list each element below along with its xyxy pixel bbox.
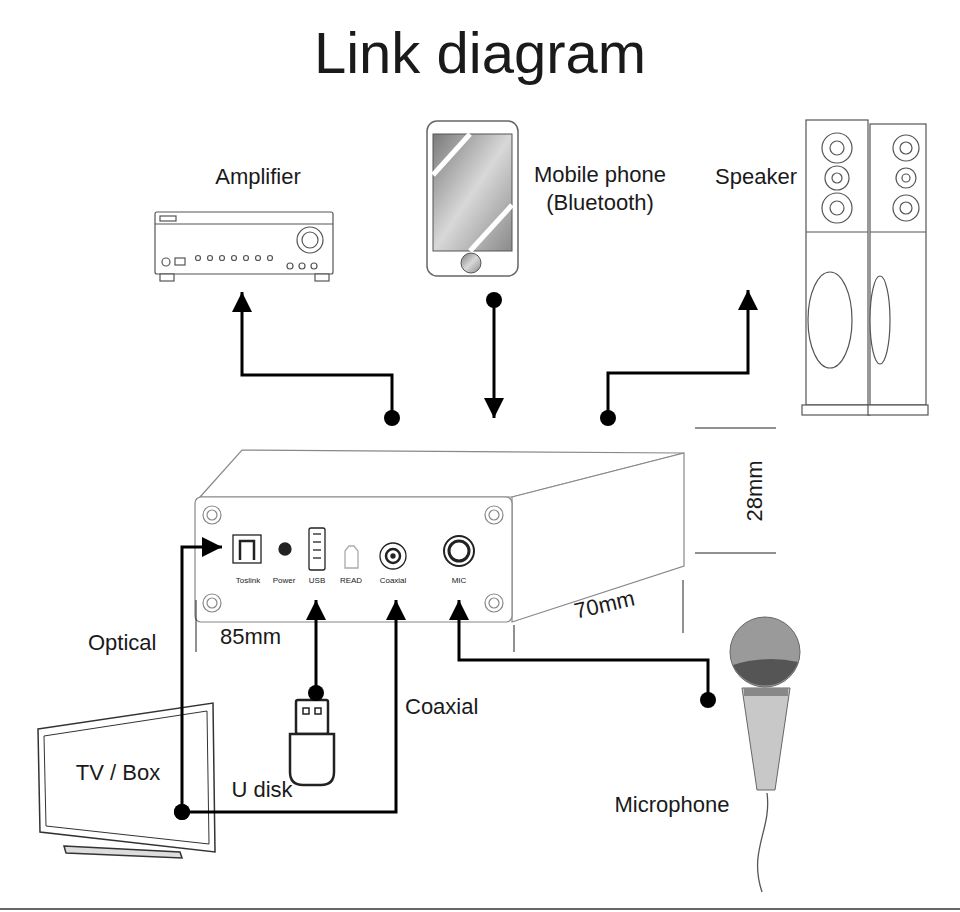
connector-label: Optical xyxy=(86,630,158,656)
speaker-node: Speaker xyxy=(705,115,930,290)
port-label: USB xyxy=(309,576,325,586)
signal-connector xyxy=(182,600,396,812)
tv-node: TV / Box xyxy=(35,700,182,860)
speaker-drawing xyxy=(802,120,928,415)
amplifier-node: Amplifier xyxy=(150,160,340,292)
signal-connector xyxy=(608,290,748,418)
udisk-drawing xyxy=(290,700,334,785)
udisk-node: U disk xyxy=(225,693,345,806)
device-label: Amplifier xyxy=(215,163,301,191)
signal-connector xyxy=(182,547,222,812)
bottom-rule xyxy=(0,908,960,910)
device-ports xyxy=(233,528,474,570)
port-label: READ xyxy=(340,576,362,586)
device-label: TV / Box xyxy=(76,759,160,787)
device-label: Speaker xyxy=(715,163,797,191)
signal-connector xyxy=(315,600,318,693)
dimension-lines xyxy=(196,428,776,652)
connector-label: Coaxial xyxy=(403,694,480,720)
diagram-title: Link diagram xyxy=(0,18,960,88)
device-label: U disk xyxy=(231,776,292,804)
tv-drawing xyxy=(38,703,215,858)
microphone-drawing xyxy=(730,617,800,892)
port-label: Coaxial xyxy=(380,576,407,586)
signal-connector xyxy=(242,292,392,418)
microphone-node: Microphone xyxy=(600,700,800,830)
amplifier-drawing xyxy=(155,212,333,281)
phone-node: Mobile phone (Bluetooth) xyxy=(425,118,682,300)
device-node: Toslink Power USB READ Coaxial MIC xyxy=(222,418,690,600)
dimension-height: 28mm xyxy=(742,458,768,523)
device-label: Microphone xyxy=(615,791,730,819)
port-label: Power xyxy=(273,576,296,586)
dimension-width: 85mm xyxy=(218,624,283,650)
signal-connector xyxy=(493,300,496,418)
port-label: Toslink xyxy=(236,576,260,586)
phone-drawing xyxy=(427,121,518,276)
device-label: Mobile phone (Bluetooth) xyxy=(520,161,680,217)
port-label: MIC xyxy=(452,576,467,586)
